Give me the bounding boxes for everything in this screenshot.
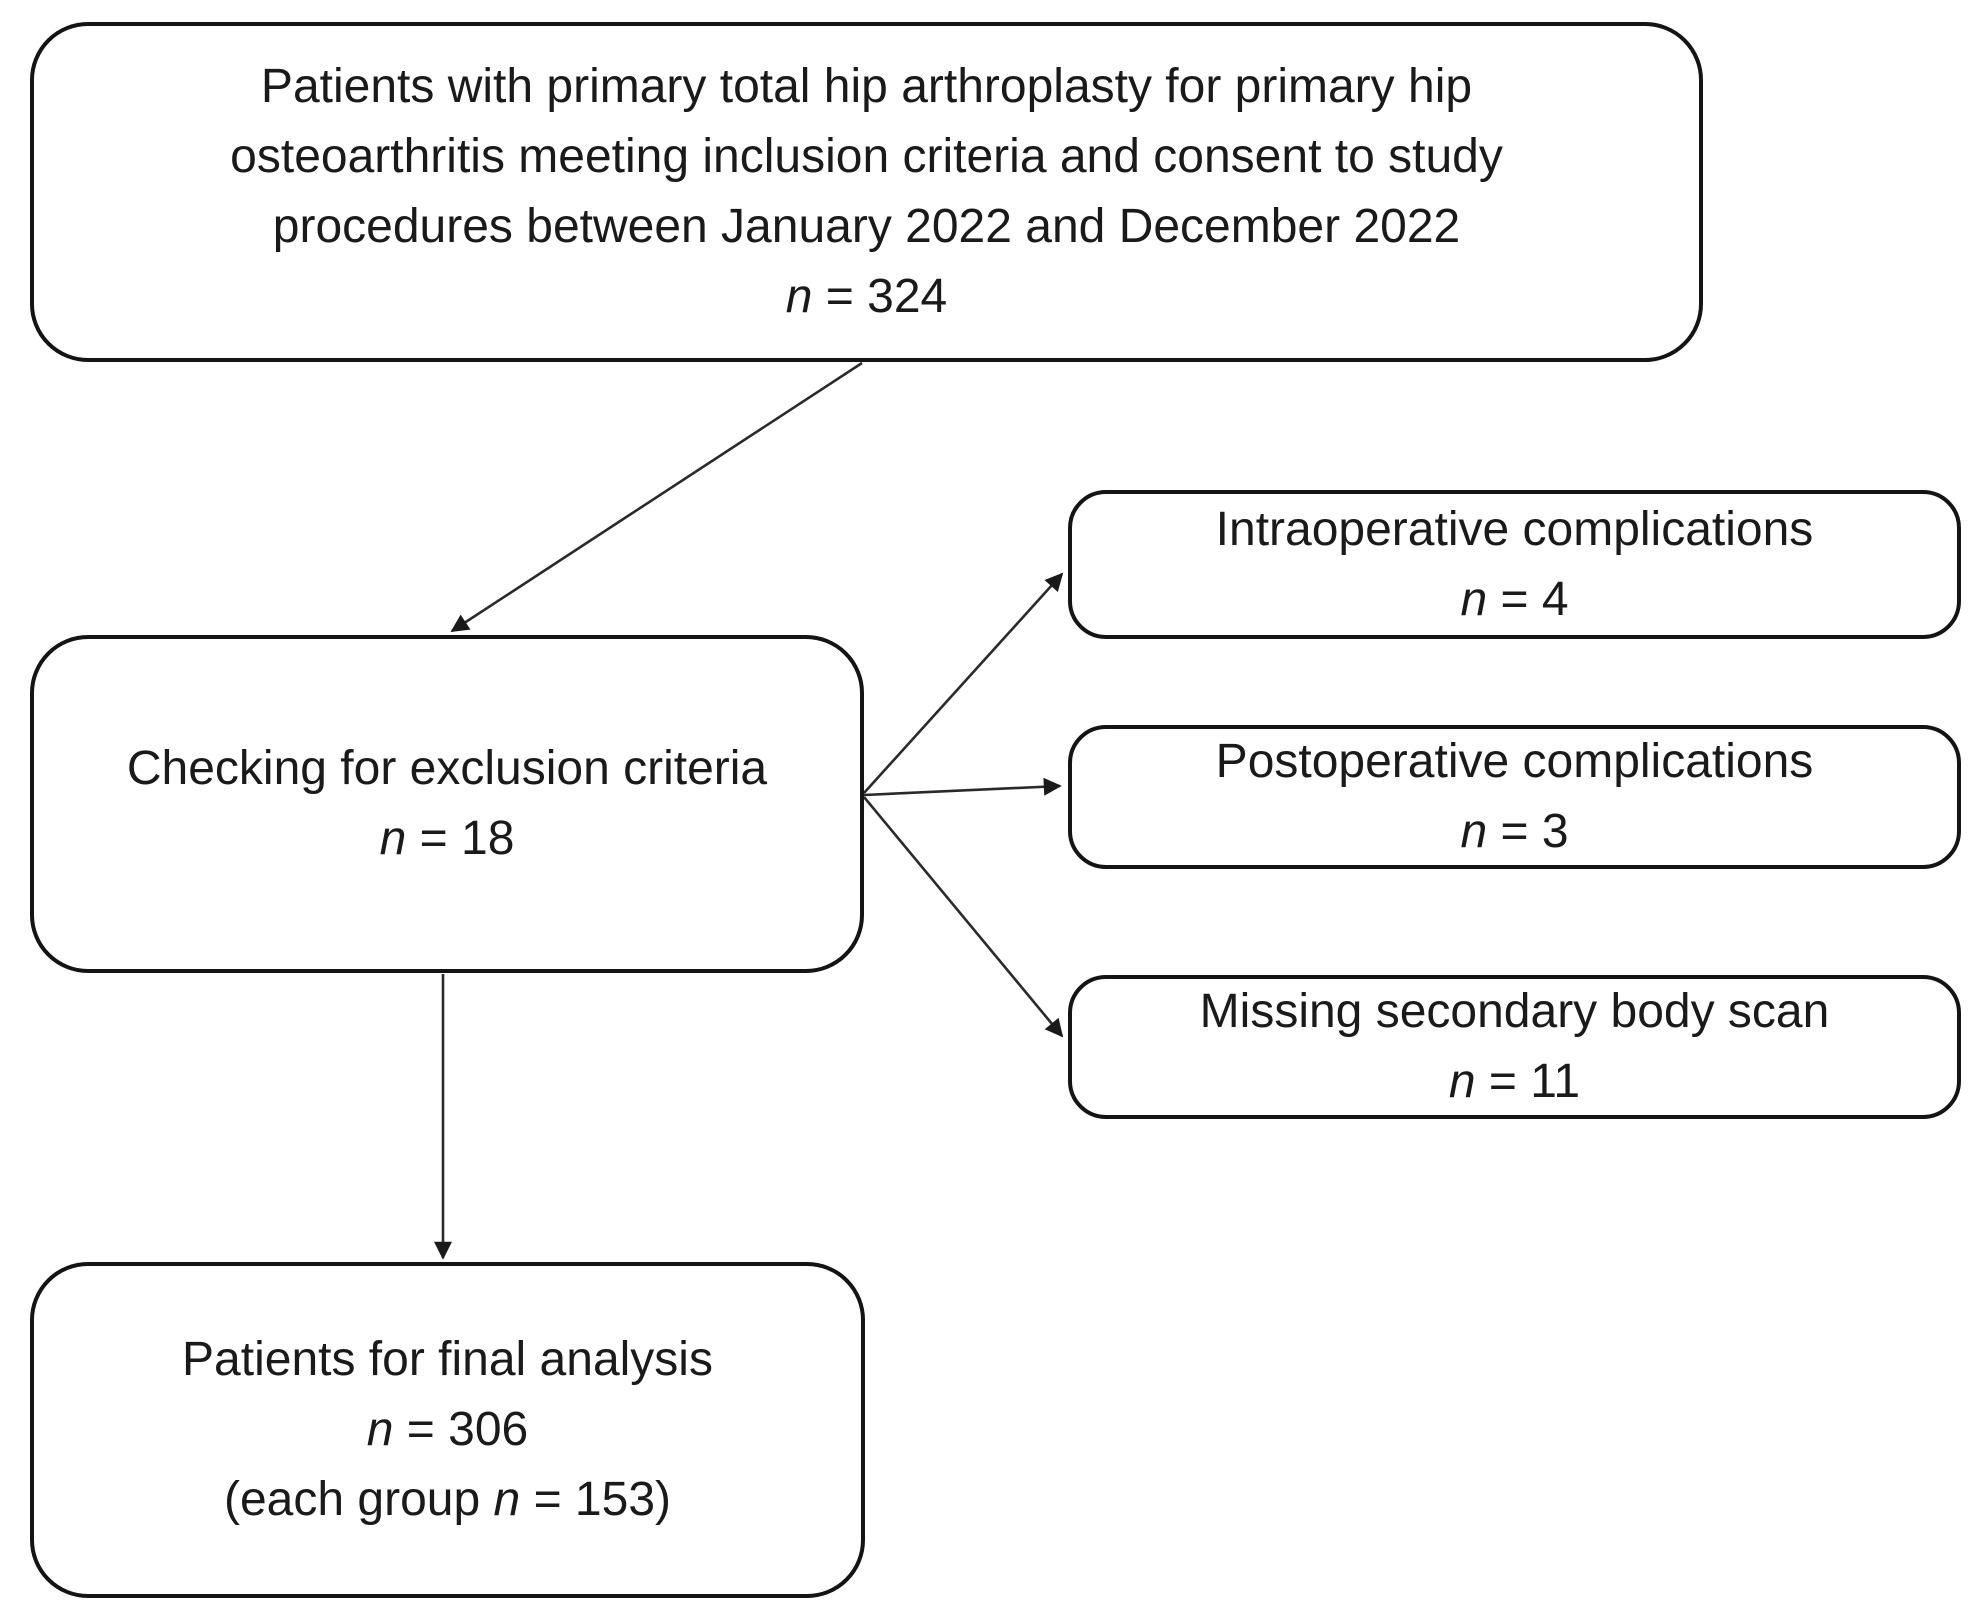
missing-scan-box: Missing secondary body scan n = 11 (1068, 975, 1961, 1119)
n-symbol: n (1460, 572, 1488, 626)
n-value: = 11 (1488, 1055, 1581, 1108)
n-symbol: n (1448, 1055, 1476, 1108)
final-analysis-box: Patients for final analysis n = 306 (eac… (30, 1262, 865, 1598)
n-symbol: n (379, 812, 407, 865)
exclusion-box: Checking for exclusion criteria n = 18 (30, 635, 864, 973)
postoperative-line-1: Postoperative complications (1215, 735, 1814, 788)
n-value: = 3 (1500, 805, 1569, 858)
missing-scan-line-1: Missing secondary body scan (1199, 985, 1830, 1038)
group-note-pre: (each group (224, 1473, 481, 1526)
postoperative-count: n = 3 (1460, 797, 1568, 867)
enrollment-line-1: Patients with primary total hip arthropl… (260, 60, 1473, 113)
enrollment-count: n = 324 (786, 262, 948, 332)
arrow-exclusion-to-intraoperative (863, 572, 1064, 794)
n-symbol: n (493, 1473, 521, 1526)
enrollment-line-3: procedures between January 2022 and Dece… (272, 200, 1461, 253)
final-analysis-count: n = 306 (367, 1395, 529, 1465)
n-symbol: n (785, 270, 813, 323)
missing-scan-count: n = 11 (1449, 1047, 1580, 1117)
intraoperative-complications-box: Intraoperative complications n = 4 (1068, 490, 1961, 639)
intraoperative-line-1: Intraoperative complications (1215, 502, 1814, 556)
arrow-exclusion-to-missing-scan (862, 796, 1064, 1038)
n-value: = 306 (406, 1403, 529, 1456)
arrow-exclusion-to-postoperative (863, 777, 1062, 797)
n-value: = 18 (419, 812, 515, 865)
final-analysis-line-1: Patients for final analysis (182, 1333, 713, 1386)
enrollment-box: Patients with primary total hip arthropl… (30, 22, 1703, 362)
n-value: = 324 (825, 270, 948, 323)
arrow-enrollment-to-exclusion (450, 361, 863, 633)
exclusion-line-1: Checking for exclusion criteria (126, 742, 768, 795)
final-analysis-group-note: (each group n = 153) (224, 1465, 671, 1535)
group-note-post: = 153) (533, 1473, 671, 1526)
n-symbol: n (366, 1403, 394, 1456)
intraoperative-count: n = 4 (1460, 565, 1568, 635)
enrollment-line-2: osteoarthritis meeting inclusion criteri… (230, 130, 1503, 183)
n-symbol: n (1460, 805, 1488, 858)
n-value: = 4 (1500, 572, 1569, 626)
exclusion-count: n = 18 (380, 804, 515, 874)
postoperative-complications-box: Postoperative complications n = 3 (1068, 725, 1961, 869)
